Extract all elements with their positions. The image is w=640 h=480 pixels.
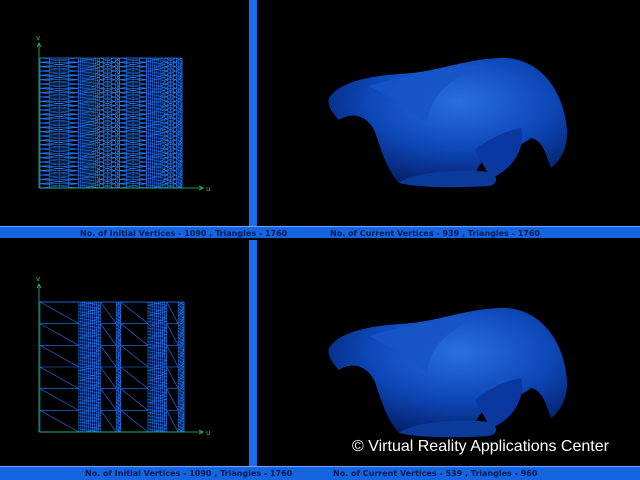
bottom-3d-view-pane[interactable] xyxy=(259,240,640,466)
bottom-initial-info: No. of Initial Vertices - 1090 , Triangl… xyxy=(85,469,293,478)
bottom-status-bar: No. of Initial Vertices - 1090 , Triangl… xyxy=(0,466,640,480)
bottom-param-mesh: v u xyxy=(36,275,210,437)
v-axis-label: v xyxy=(36,34,40,42)
top-initial-info: No. of Initial Vertices - 1090 , Triangl… xyxy=(80,229,288,238)
top-current-info: No. of Current Vertices - 939 , Triangle… xyxy=(330,229,540,238)
bottom-pane-divider[interactable] xyxy=(247,240,259,466)
v-axis-arrow-icon xyxy=(36,283,42,289)
u-axis-label: u xyxy=(206,185,210,193)
top-pane-divider[interactable] xyxy=(247,0,259,226)
bottom-param-mesh-pane[interactable]: v u xyxy=(0,240,247,466)
top-3d-view-pane[interactable] xyxy=(259,0,640,226)
v-axis-arrow-icon xyxy=(36,42,42,48)
top-viewer: v u No. of Initial Vertices - 1090 , xyxy=(0,0,640,240)
copyright-watermark: © Virtual Reality Applications Center xyxy=(352,438,609,455)
v-axis-label: v xyxy=(36,275,40,283)
bottom-surface-shape xyxy=(328,307,568,438)
top-param-mesh: v u xyxy=(36,34,210,193)
frame-separator xyxy=(0,238,640,240)
top-status-bar: No. of Initial Vertices - 1090 , Triangl… xyxy=(0,226,640,240)
bottom-viewer: v u No. of Initial Vertices - 1090 , xyxy=(0,240,640,480)
u-axis-label: u xyxy=(206,429,210,437)
u-axis-arrow-icon xyxy=(198,185,204,191)
top-param-mesh-pane[interactable]: v u xyxy=(0,0,247,226)
top-surface-shape xyxy=(328,57,568,188)
bottom-surface-render xyxy=(328,307,568,438)
top-surface-render xyxy=(328,57,568,188)
u-axis-arrow-icon xyxy=(198,429,204,435)
bottom-current-info: No. of Current Vertices - 539 , Triangle… xyxy=(333,469,538,478)
